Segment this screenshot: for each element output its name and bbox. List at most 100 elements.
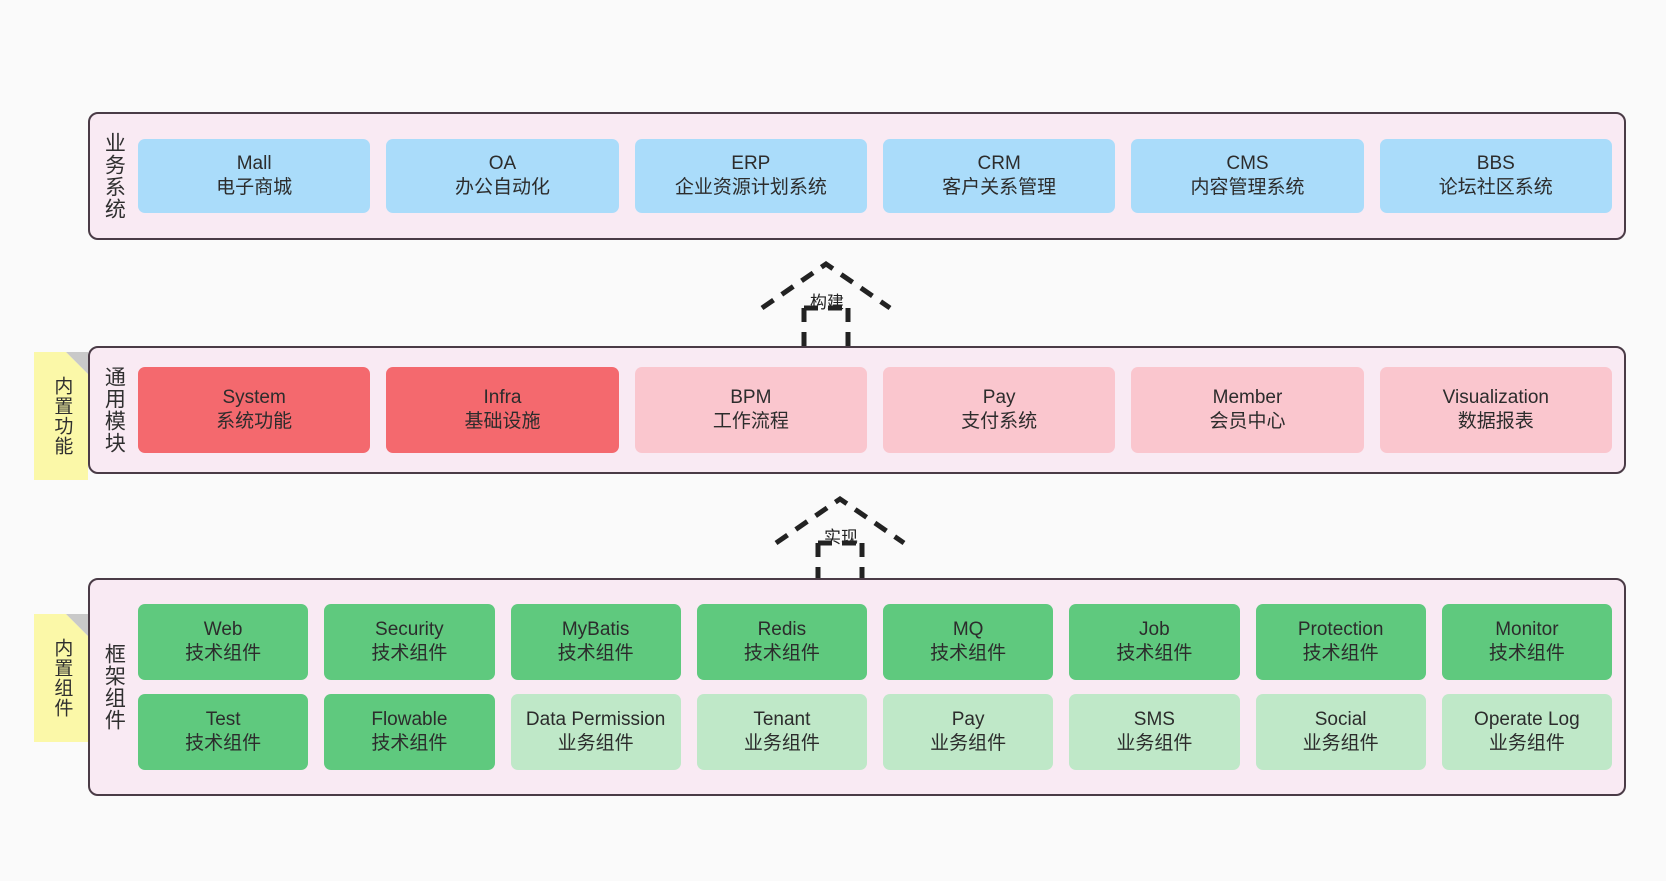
box-mq[interactable]: MQ 技术组件 [883, 604, 1054, 680]
box-mq-name: MQ [952, 618, 984, 640]
box-sms-desc: 业务组件 [1116, 733, 1193, 754]
box-protection-desc: 技术组件 [1302, 643, 1379, 664]
box-flowable-name: Flowable [371, 708, 448, 730]
box-cms-desc: 内容管理系统 [1190, 177, 1305, 198]
box-tenant[interactable]: Tenant 业务组件 [696, 694, 867, 770]
box-member-name: Member [1212, 386, 1283, 408]
box-test[interactable]: Test 技术组件 [138, 694, 309, 770]
layer-body-framework-component: Web 技术组件 Security 技术组件 MyBatis 技术组件 Redi… [136, 580, 1624, 794]
box-web-name: Web [203, 618, 243, 640]
box-job-name: Job [1139, 618, 1170, 640]
box-erp[interactable]: ERP 企业资源计划系统 [634, 139, 867, 213]
box-system[interactable]: System 系统功能 [138, 367, 371, 453]
layer-body-common-module: System 系统功能 Infra 基础设施 BPM 工作流程 Pay 支付系统… [136, 348, 1624, 472]
box-sms[interactable]: SMS 业务组件 [1069, 694, 1240, 770]
box-social-desc: 业务组件 [1302, 733, 1379, 754]
box-web-desc: 技术组件 [185, 643, 262, 664]
box-mq-desc: 技术组件 [930, 643, 1007, 664]
box-member[interactable]: Member 会员中心 [1131, 367, 1364, 453]
box-pay-module-name: Pay [982, 386, 1016, 408]
box-job-desc: 技术组件 [1116, 643, 1193, 664]
connector-implement: 实现 [762, 487, 942, 585]
sticky-note-builtin-component: 内置组件 [34, 614, 88, 742]
box-security[interactable]: Security 技术组件 [324, 604, 495, 680]
box-mall[interactable]: Mall 电子商城 [138, 139, 371, 213]
box-visualization[interactable]: Visualization 数据报表 [1379, 367, 1612, 453]
connector-implement-arrow [774, 495, 906, 583]
box-security-name: Security [375, 618, 444, 640]
connector-build-label: 构建 [810, 293, 844, 312]
box-bpm-name: BPM [730, 386, 772, 408]
box-erp-name: ERP [731, 152, 771, 174]
box-pay-component-desc: 业务组件 [930, 733, 1007, 754]
box-job[interactable]: Job 技术组件 [1069, 604, 1240, 680]
box-oa-name: OA [488, 152, 517, 174]
box-visualization-desc: 数据报表 [1457, 411, 1534, 432]
box-redis-name: Redis [757, 618, 807, 640]
layer-title-framework-component: 框架组件 [102, 643, 126, 731]
box-bbs[interactable]: BBS 论坛社区系统 [1379, 139, 1612, 213]
box-mall-desc: 电子商城 [216, 177, 293, 198]
box-monitor[interactable]: Monitor 技术组件 [1441, 604, 1612, 680]
box-system-desc: 系统功能 [216, 411, 293, 432]
box-mybatis[interactable]: MyBatis 技术组件 [510, 604, 681, 680]
box-erp-desc: 企业资源计划系统 [674, 177, 827, 198]
box-test-name: Test [205, 708, 241, 730]
box-infra-desc: 基础设施 [464, 411, 541, 432]
box-sms-name: SMS [1133, 708, 1175, 730]
layer-framework-component: 框架组件 Web 技术组件 Security 技术组件 MyBatis 技术组件… [88, 578, 1626, 796]
box-operate-log[interactable]: Operate Log 业务组件 [1441, 694, 1612, 770]
box-bpm[interactable]: BPM 工作流程 [634, 367, 867, 453]
connector-implement-label: 实现 [824, 528, 858, 547]
box-system-name: System [222, 386, 286, 408]
box-protection-name: Protection [1297, 618, 1384, 640]
box-tenant-desc: 业务组件 [743, 733, 820, 754]
layer-title-common-module: 通用模块 [102, 366, 126, 454]
layer-body-business-system: Mall 电子商城 OA 办公自动化 ERP 企业资源计划系统 CRM 客户关系… [136, 114, 1624, 238]
layer-business-system: 业务系统 Mall 电子商城 OA 办公自动化 ERP 企业资源计划系统 CRM… [88, 112, 1626, 240]
box-operate-log-name: Operate Log [1474, 708, 1580, 730]
box-pay-component[interactable]: Pay 业务组件 [883, 694, 1054, 770]
box-operate-log-desc: 业务组件 [1488, 733, 1565, 754]
connector-build: 构建 [748, 252, 928, 350]
box-mybatis-name: MyBatis [561, 618, 630, 640]
box-data-permission[interactable]: Data Permission 业务组件 [510, 694, 681, 770]
box-flowable[interactable]: Flowable 技术组件 [324, 694, 495, 770]
row-common-modules: System 系统功能 Infra 基础设施 BPM 工作流程 Pay 支付系统… [138, 367, 1612, 453]
row-business-components: Test 技术组件 Flowable 技术组件 Data Permission … [138, 694, 1612, 770]
box-bbs-desc: 论坛社区系统 [1438, 177, 1553, 198]
box-oa-desc: 办公自动化 [454, 177, 550, 198]
box-oa[interactable]: OA 办公自动化 [386, 139, 619, 213]
box-monitor-name: Monitor [1495, 618, 1559, 640]
row-tech-components: Web 技术组件 Security 技术组件 MyBatis 技术组件 Redi… [138, 604, 1612, 680]
box-crm-desc: 客户关系管理 [942, 177, 1057, 198]
box-redis[interactable]: Redis 技术组件 [696, 604, 867, 680]
box-social[interactable]: Social 业务组件 [1255, 694, 1426, 770]
box-cms-name: CMS [1226, 152, 1269, 174]
sticky-note-builtin-function-label: 内置功能 [51, 376, 73, 456]
layer-common-module: 通用模块 System 系统功能 Infra 基础设施 BPM 工作流程 Pay… [88, 346, 1626, 474]
box-mybatis-desc: 技术组件 [557, 643, 634, 664]
box-crm-name: CRM [977, 152, 1021, 174]
box-visualization-name: Visualization [1442, 386, 1549, 408]
box-social-name: Social [1314, 708, 1367, 730]
box-protection[interactable]: Protection 技术组件 [1255, 604, 1426, 680]
box-pay-module-desc: 支付系统 [961, 411, 1038, 432]
box-bpm-desc: 工作流程 [712, 411, 789, 432]
box-data-permission-desc: 业务组件 [557, 733, 634, 754]
box-security-desc: 技术组件 [371, 643, 448, 664]
box-bbs-name: BBS [1476, 152, 1515, 174]
box-infra[interactable]: Infra 基础设施 [386, 367, 619, 453]
connector-build-arrow [760, 260, 892, 348]
box-test-desc: 技术组件 [185, 733, 262, 754]
box-infra-name: Infra [483, 386, 522, 408]
row-business-systems: Mall 电子商城 OA 办公自动化 ERP 企业资源计划系统 CRM 客户关系… [138, 139, 1612, 213]
box-redis-desc: 技术组件 [743, 643, 820, 664]
box-monitor-desc: 技术组件 [1488, 643, 1565, 664]
box-pay-module[interactable]: Pay 支付系统 [882, 367, 1116, 453]
box-web[interactable]: Web 技术组件 [138, 604, 309, 680]
sticky-note-builtin-function: 内置功能 [34, 352, 88, 480]
box-crm[interactable]: CRM 客户关系管理 [882, 139, 1116, 213]
box-cms[interactable]: CMS 内容管理系统 [1131, 139, 1364, 213]
